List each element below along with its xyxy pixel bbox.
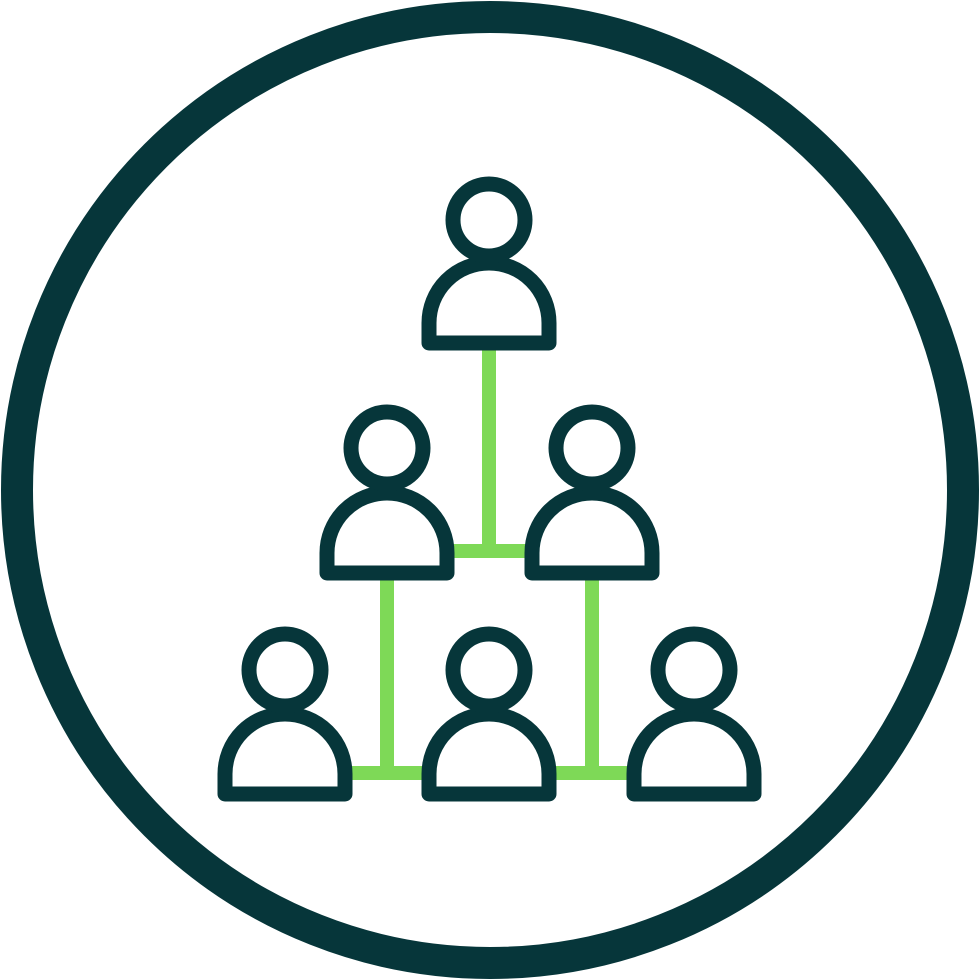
person-body-icon <box>421 255 557 351</box>
person-head-icon <box>650 626 738 714</box>
person-bottom-left-icon <box>217 626 353 802</box>
person-middle-left-icon <box>319 404 455 581</box>
person-body-icon <box>626 706 762 802</box>
people-group <box>217 176 762 802</box>
person-head-icon <box>445 176 533 264</box>
person-middle-right-icon <box>524 404 660 581</box>
person-body-icon <box>421 706 557 802</box>
person-bottom-right-icon <box>626 626 762 802</box>
person-head-icon <box>241 626 329 714</box>
person-head-icon <box>343 404 431 492</box>
person-body-icon <box>217 706 353 802</box>
person-bottom-center-icon <box>421 626 557 802</box>
person-body-icon <box>524 485 660 581</box>
person-head-icon <box>445 626 533 714</box>
person-top-icon <box>421 176 557 351</box>
person-body-icon <box>319 485 455 581</box>
person-head-icon <box>548 404 636 492</box>
connector-lines <box>350 350 630 780</box>
